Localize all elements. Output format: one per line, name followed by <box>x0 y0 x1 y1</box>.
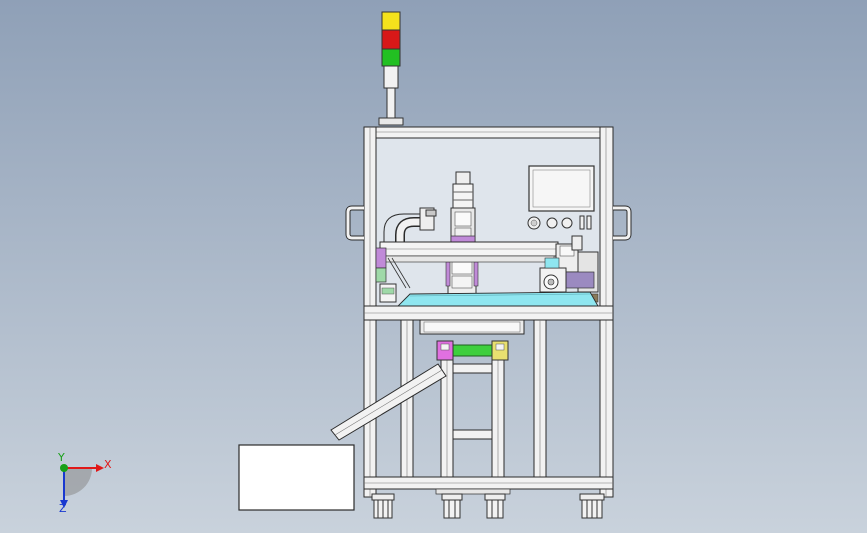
caster-3 <box>484 493 506 519</box>
chute-ramp <box>330 363 447 441</box>
control-button-3 <box>561 217 573 229</box>
signal-tower-lamp-green <box>381 48 401 67</box>
signal-tower-pole <box>386 87 396 119</box>
right-door-handle <box>613 205 632 241</box>
rail-end-left <box>375 247 387 269</box>
control-button-2 <box>546 217 558 229</box>
signal-tower <box>378 11 404 126</box>
y-axis-origin <box>60 464 68 472</box>
signal-tower-mount <box>378 117 404 126</box>
x-axis-label: X <box>104 458 112 471</box>
ladder-rung-2 <box>452 429 493 440</box>
actuator-purple-plate <box>450 235 476 243</box>
cylinder-body <box>451 344 493 357</box>
left-door-handle <box>345 205 364 241</box>
signal-tower-lamp-red <box>381 29 401 50</box>
horizontal-rail <box>375 241 559 283</box>
enclosure-top-rail <box>363 126 614 139</box>
caster-1 <box>371 493 395 519</box>
discharge-chute <box>330 363 447 441</box>
y-axis-label: Y <box>57 451 65 464</box>
left-fixtures <box>379 257 411 303</box>
actuator-motor <box>455 171 471 185</box>
cable-drag-chain <box>383 207 437 255</box>
lower-frame <box>363 319 614 495</box>
conveyor-plate <box>396 291 599 307</box>
emergency-switch <box>579 215 585 230</box>
hmi-screen <box>528 165 595 212</box>
signal-tower-base <box>383 65 399 89</box>
collection-bin <box>238 444 355 511</box>
caster-4 <box>579 493 605 519</box>
caster-2 <box>441 493 463 519</box>
signal-tower-lamp-yellow <box>381 11 401 31</box>
control-panel <box>527 165 595 230</box>
orientation-triad: X Y Z <box>57 451 112 515</box>
ladder-rung-1 <box>452 363 493 374</box>
mid-frame <box>363 305 614 335</box>
casters <box>371 493 605 519</box>
triad-shadow <box>64 468 92 496</box>
z-axis-label: Z <box>59 502 67 515</box>
pneumatic-cylinder <box>436 340 509 361</box>
